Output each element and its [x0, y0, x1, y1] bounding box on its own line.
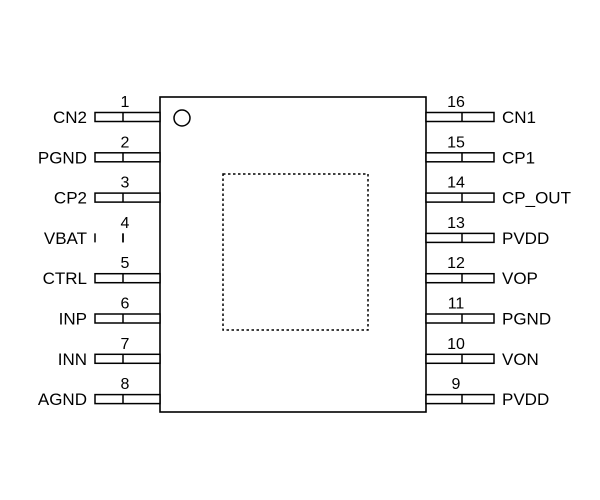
pin-name: INP	[59, 310, 87, 329]
chip-body	[159, 96, 427, 413]
pin-lead	[425, 313, 495, 324]
pin-lead	[425, 152, 495, 163]
pin-number: 4	[121, 215, 130, 232]
pin-name: CTRL	[43, 269, 87, 288]
pin-number: 15	[447, 134, 465, 151]
pin-name: PGND	[38, 148, 87, 167]
pin-1-marker-icon	[173, 109, 191, 127]
exposed-pad	[222, 173, 369, 331]
pin-name: AGND	[38, 390, 87, 409]
pin-number: 5	[121, 255, 130, 272]
pin-name: CP_OUT	[502, 189, 571, 208]
pin-lead	[425, 232, 495, 244]
pin-number: 13	[447, 215, 465, 232]
pin-number: 1	[121, 94, 130, 111]
pin-lead	[94, 353, 161, 365]
pin-number: 8	[121, 376, 130, 393]
pin-number: 11	[448, 296, 465, 313]
pin-number: 14	[447, 175, 465, 192]
pin-name: INN	[58, 350, 87, 369]
pin-number: 7	[121, 336, 130, 353]
pin-number: 16	[447, 94, 465, 111]
pin-name: PVDD	[502, 229, 549, 248]
pin-lead	[94, 192, 161, 203]
pin-lead	[94, 272, 161, 284]
pin-lead	[94, 233, 124, 243]
pin-number: 3	[121, 175, 130, 192]
pin-lead	[425, 353, 495, 365]
pin-name: CP2	[54, 189, 87, 208]
pin-lead	[94, 313, 161, 324]
pin-number: 10	[447, 336, 465, 353]
pin-name: CN2	[53, 108, 87, 127]
pin-lead	[425, 272, 495, 284]
pin-name: CP1	[502, 148, 535, 167]
pin-name: PVDD	[502, 390, 549, 409]
pin-name: VBAT	[44, 229, 87, 248]
pin-lead	[425, 111, 495, 123]
pin-number: 12	[447, 255, 465, 272]
pin-lead	[94, 152, 161, 163]
pin-number: 2	[121, 134, 130, 151]
pin-name: PGND	[502, 310, 551, 329]
pin-name: CN1	[502, 108, 536, 127]
pin-number: 6	[121, 296, 130, 313]
pin-lead	[94, 111, 161, 123]
pin-name: VON	[502, 350, 539, 369]
pin-number: 9	[452, 376, 461, 393]
pin-lead	[425, 192, 495, 203]
pin-lead	[425, 393, 495, 405]
pin-name: VOP	[502, 269, 538, 288]
pin-lead	[94, 393, 161, 405]
